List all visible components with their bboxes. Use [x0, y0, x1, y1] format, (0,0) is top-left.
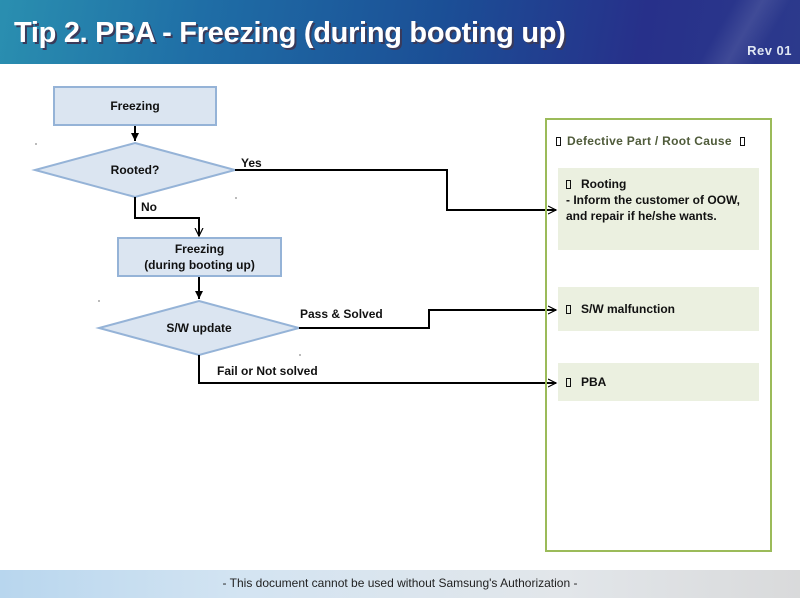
- edge-label-yes: Yes: [241, 156, 262, 170]
- node-freezing-label: Freezing: [110, 99, 160, 113]
- root-cause-panel: [545, 118, 772, 552]
- edge-label-no: No: [141, 200, 157, 214]
- decorative-dot: [299, 354, 301, 356]
- decorative-dot: [235, 197, 237, 199]
- box-bullet-icon: [566, 180, 571, 189]
- cause-pba-label: PBA: [581, 375, 607, 389]
- node-freezing: Freezing: [53, 86, 217, 126]
- box-bullet-icon: [739, 137, 745, 146]
- decorative-dot: [35, 143, 37, 145]
- cause-rooting-label: Rooting: [581, 177, 627, 191]
- node-freezing-booting-line2: (during booting up): [144, 258, 255, 272]
- edge-label-pass-solved: Pass & Solved: [300, 307, 383, 321]
- cause-rooting-detail: - Inform the customer of OOW, and repair…: [566, 193, 741, 223]
- cause-rooting: Rooting - Inform the customer of OOW, an…: [558, 168, 759, 250]
- cause-pba: PBA: [558, 363, 759, 401]
- edge-fail-not-solved: [198, 355, 556, 383]
- edge-yes: [235, 169, 556, 210]
- cause-sw-malfunction-label: S/W malfunction: [581, 302, 675, 316]
- slide-footer: - This document cannot be used without S…: [0, 570, 800, 598]
- edge-label-fail-not-solved: Fail or Not solved: [217, 364, 318, 378]
- box-bullet-icon: [556, 137, 561, 146]
- decorative-dot: [98, 300, 100, 302]
- node-freezing-booting-line1: Freezing: [174, 242, 225, 256]
- slide-title: Tip 2. PBA - Freezing (during booting up…: [14, 17, 566, 49]
- footer-text: - This document cannot be used without S…: [222, 576, 578, 590]
- edge-no: [134, 197, 199, 236]
- panel-title: Defective Part / Root Cause: [556, 134, 745, 148]
- sw-update-decision-label: S/W update: [166, 321, 232, 335]
- cause-sw-malfunction: S/W malfunction: [558, 287, 759, 331]
- rooted-decision-label: Rooted?: [110, 163, 160, 177]
- edge-pass-solved: [299, 310, 556, 329]
- box-bullet-icon: [566, 378, 571, 387]
- panel-title-text: Defective Part / Root Cause: [567, 134, 732, 148]
- box-bullet-icon: [566, 305, 571, 314]
- slide-header: Rev 01: [0, 0, 800, 64]
- node-freezing-booting: Freezing (during booting up): [117, 237, 282, 277]
